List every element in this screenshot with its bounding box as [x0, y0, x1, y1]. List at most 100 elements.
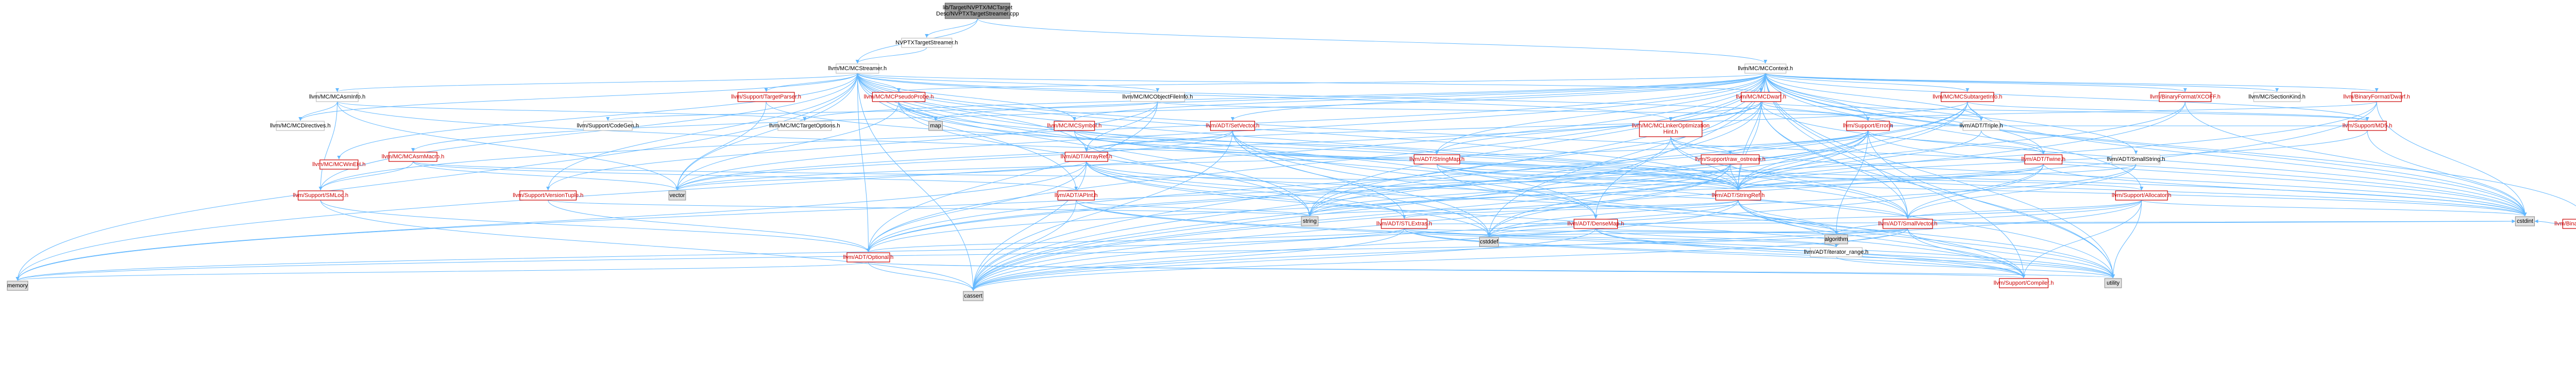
- node-mcstreamer[interactable]: llvm/MC/MCStreamer.h: [828, 63, 887, 74]
- node-label: Desc/NVPTXTargetStreamer.cpp: [936, 11, 1019, 17]
- node-mcsubtarget[interactable]: llvm/MC/MCSubtargetInfo.h: [1933, 92, 2002, 102]
- node-supraw[interactable]: llvm/Support/raw_ostream.h: [1695, 154, 1766, 165]
- node-label: cassert: [964, 293, 982, 299]
- node-supmd5[interactable]: llvm/Support/MD5.h: [2343, 121, 2393, 131]
- node-box: [1824, 234, 1848, 244]
- node-box: [928, 121, 943, 131]
- node-mccontext[interactable]: llvm/MC/MCContext.h: [1738, 63, 1793, 74]
- node-nvptxts[interactable]: NVPTXTargetStreamer.h: [895, 38, 958, 48]
- node-label: llvm/ADT/APInt.h: [1055, 192, 1098, 199]
- edge-bfdwarf-to-adtoptional: [867, 101, 2377, 253]
- edge-supererror-to-algorithm: [1834, 130, 1869, 235]
- node-label: llvm/Support/raw_ostream.h: [1695, 156, 1766, 162]
- node-adtiterrange[interactable]: llvm/ADT/iterator_range.h: [1804, 247, 1869, 257]
- node-bfdwarf[interactable]: llvm/BinaryFormat/Dwarf.h: [2343, 92, 2410, 102]
- edge-mcstreamer-to-supversiontuple: [546, 73, 858, 191]
- node-supsmloc[interactable]: llvm/Support/SMLoc.h: [293, 190, 348, 201]
- edge-bfdwarf-to-supererror: [1866, 101, 2377, 121]
- node-mcdwarf[interactable]: llvm/MC/MCDwarf.h: [1736, 92, 1786, 102]
- edge-mccontext-to-bfelf: [1765, 73, 2576, 207]
- node-label: llvm/MC/MCDirectives.h: [270, 123, 330, 129]
- node-label: llvm/Support/TargetParser.h: [731, 94, 801, 100]
- node-label: llvm/MC/MCSubtargetInfo.h: [1933, 94, 2002, 100]
- node-mcasminfo[interactable]: llvm/MC/MCAsmInfo.h: [309, 92, 365, 102]
- node-mcobjfileinfo[interactable]: llvm/MC/MCObjectFileInfo.h: [1122, 92, 1193, 102]
- node-supversiontuple[interactable]: llvm/Support/VersionTuple.h: [513, 190, 583, 201]
- node-bfelf[interactable]: llvm/BinaryFormat/ELF.h: [2554, 219, 2576, 229]
- node-box: [2104, 278, 2122, 288]
- node-mcdirectives[interactable]: llvm/MC/MCDirectives.h: [270, 121, 331, 131]
- edge-mccontext-to-cassert: [971, 73, 1766, 291]
- node-supererror[interactable]: llvm/Support/Error.h: [1843, 121, 1893, 131]
- node-label: llvm/ADT/StringMap.h: [1410, 156, 1465, 162]
- node-layer: lib/Target/NVPTX/MCTargetDesc/NVPTXTarge…: [7, 3, 2576, 301]
- node-adttriple[interactable]: llvm/ADT/Triple.h: [1960, 121, 2003, 131]
- node-mcasmmacro[interactable]: llvm/MC/MCAsmMacro.h: [382, 152, 445, 162]
- edge-mcasminfo-to-vector: [337, 101, 679, 191]
- edge-layer: [15, 18, 2576, 291]
- edge-mcsymbol-to-adtstringmap: [1074, 130, 1439, 155]
- edge-adtdensemap-to-cassert: [971, 228, 1596, 291]
- node-label: llvm/ADT/SmallVector.h: [1878, 221, 1937, 227]
- node-adtstringmap[interactable]: llvm/ADT/StringMap.h: [1410, 154, 1465, 165]
- node-adtstringref[interactable]: llvm/ADT/StringRef.h: [1712, 190, 1765, 201]
- node-adtoptional[interactable]: llvm/ADT/Optional.h: [843, 252, 893, 263]
- edge-adtdensemap-to-adtiterrange: [1595, 228, 1838, 248]
- edge-mccontext-to-supsmloc: [318, 73, 1766, 191]
- node-box: [388, 152, 437, 162]
- node-mcwinehv[interactable]: llvm/MC/MCWinEH.h: [312, 159, 366, 170]
- edge-mccontext-to-utility: [1765, 73, 2115, 279]
- edge-adtarrayref-to-adtstlextras: [1086, 161, 1406, 219]
- node-mcsymbol[interactable]: llvm/MC/MCSymbol.h: [1047, 121, 1102, 131]
- edge-mccontext-to-mcsectionkind: [1765, 73, 2279, 92]
- edge-adtstringref-to-adtstlextras: [1402, 200, 1739, 219]
- node-adttwine[interactable]: llvm/ADT/Twine.h: [2021, 154, 2065, 165]
- node-box: [1639, 121, 1703, 137]
- edge-supererror-to-adtoptional: [867, 130, 1869, 253]
- node-adtsmallstring[interactable]: llvm/ADT/SmallString.h: [2107, 154, 2165, 165]
- node-adtsmallvector[interactable]: llvm/ADT/SmallVector.h: [1878, 219, 1937, 229]
- node-box: [1064, 152, 1108, 162]
- edge-root-to-mccontext: [977, 18, 1767, 64]
- node-label: llvm/ADT/Triple.h: [1960, 123, 2003, 129]
- node-suptargetparser[interactable]: llvm/Support/TargetParser.h: [731, 92, 801, 102]
- node-adtapint[interactable]: llvm/ADT/APInt.h: [1055, 190, 1098, 201]
- node-supallocator[interactable]: llvm/Support/Allocator.h: [2112, 190, 2172, 201]
- node-adtdensemap[interactable]: llvm/ADT/DenseMap.h: [1567, 219, 1624, 229]
- node-label: llvm/ADT/DenseMap.h: [1567, 221, 1624, 227]
- node-box: [737, 92, 795, 102]
- node-box: [1573, 219, 1618, 229]
- edge-supererror-to-memory: [15, 130, 1869, 281]
- edge-adttriple-to-adttwine: [1981, 130, 2045, 155]
- edge-adtsmallvector-to-cstddef: [1487, 228, 1908, 237]
- edge-mccontext-to-adtoptional: [867, 73, 1766, 253]
- node-label: llvm/MC/MCLinkerOptimization: [1632, 123, 1709, 129]
- edge-adtoptional-to-utility: [868, 261, 2114, 279]
- node-supcompiler[interactable]: llvm/Support/Compiler.h: [1994, 278, 2054, 288]
- edge-mcasminfo-to-mctargetoptions: [337, 101, 806, 121]
- edge-supallocator-to-supcompiler: [2022, 200, 2142, 279]
- edge-mcstreamer-to-mcdirectives: [298, 73, 858, 121]
- node-adtarrayref[interactable]: llvm/ADT/ArrayRef.h: [1061, 152, 1112, 162]
- node-supcodegen[interactable]: llvm/Support/CodeGen.h: [577, 121, 639, 131]
- edge-mcasmmacro-to-adtapint: [413, 161, 1078, 191]
- edge-adtapint-to-supcompiler: [1076, 200, 2026, 279]
- node-label: llvm/Support/Compiler.h: [1994, 280, 2054, 286]
- edge-mcdwarf-to-utility: [1760, 101, 2115, 279]
- node-adtsetvector[interactable]: llvm/ADT/SetVector.h: [1206, 121, 1260, 131]
- edge-mcstreamer-to-cstdint: [857, 73, 2527, 217]
- node-label: llvm/Support/CodeGen.h: [577, 123, 639, 129]
- edge-mccontext-to-mcsymbol: [1073, 73, 1766, 121]
- edge-adtiterrange-to-utility: [1836, 256, 2115, 279]
- node-label: llvm/ADT/Optional.h: [843, 254, 893, 260]
- edge-supererror-to-supraw: [1728, 130, 1869, 155]
- node-mcpseudoprobe[interactable]: llvm/MC/MCPseudoProbe.h: [864, 92, 934, 102]
- edge-adtsmallvector-to-memory: [16, 228, 1908, 281]
- edge-adtsmallstring-to-adtsmallvector: [1906, 164, 2137, 219]
- node-bfxcoff[interactable]: llvm/BinaryFormat/XCOFF.h: [2150, 92, 2221, 102]
- node-mctargetoptions[interactable]: llvm/MC/MCTargetOptions.h: [769, 121, 840, 131]
- edge-adttwine-to-cstdint: [2043, 164, 2527, 217]
- node-mcsectionkind[interactable]: llvm/MC/SectionKind.h: [2248, 92, 2306, 102]
- node-adtstlextras[interactable]: llvm/ADT/STLExtras.h: [1377, 219, 1432, 229]
